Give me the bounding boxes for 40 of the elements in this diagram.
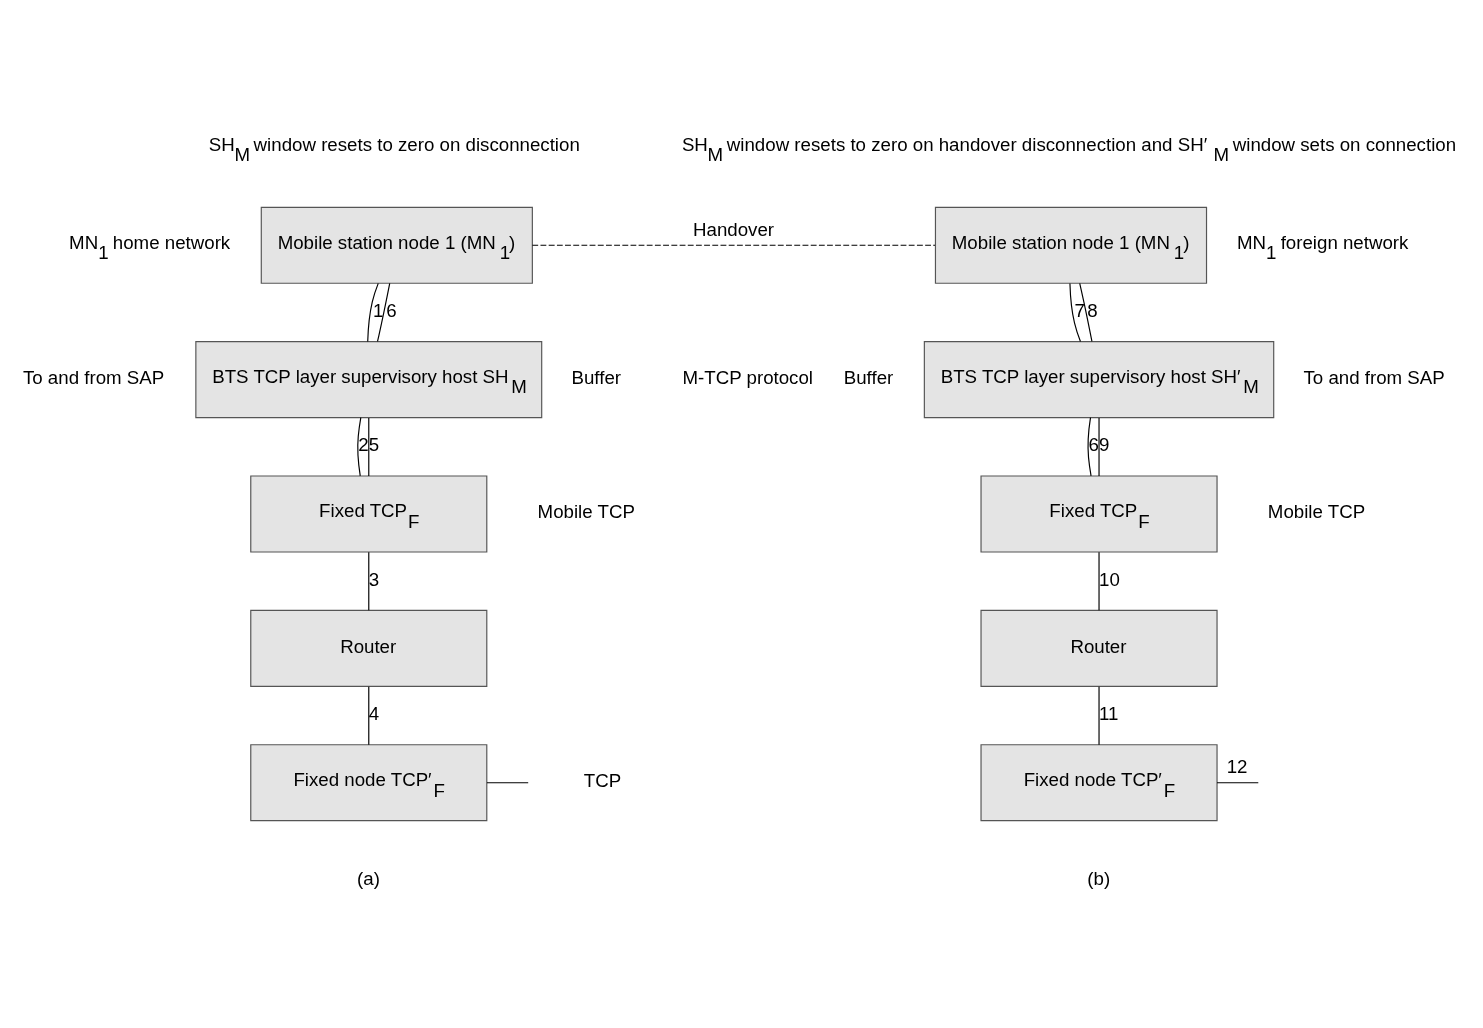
node-label: To and from SAP — [22, 367, 165, 389]
connector — [368, 417, 370, 477]
label: M-TCP protocol — [682, 367, 814, 389]
connector — [367, 282, 379, 343]
label: (a) — [357, 867, 380, 889]
label: Mobile TCP — [537, 501, 635, 523]
connector — [1079, 282, 1093, 343]
edge-label: 10 — [1099, 568, 1120, 590]
connector — [531, 244, 936, 246]
connector — [1069, 282, 1082, 343]
edge-label: 6 — [1088, 434, 1099, 456]
edge-label: 11 — [1099, 702, 1119, 724]
edge-label: Handover — [693, 218, 775, 240]
connector — [357, 417, 362, 477]
node-label: Buffer — [843, 367, 894, 389]
edge-label: 6 — [386, 299, 397, 321]
connector — [486, 782, 529, 784]
connector — [1098, 551, 1100, 611]
label: TCP — [583, 770, 622, 792]
connector — [1216, 782, 1259, 784]
edge-label: 4 — [368, 702, 380, 724]
edge-label: 7 — [1074, 299, 1085, 321]
edge-label: 8 — [1087, 299, 1098, 321]
node-box: Router — [980, 609, 1218, 687]
edge-label: 9 — [1099, 434, 1110, 456]
connector — [368, 686, 370, 746]
connector — [368, 551, 370, 611]
label: (b) — [1087, 867, 1111, 889]
connector — [1098, 686, 1100, 746]
edge-label: 12 — [1226, 756, 1248, 778]
node-label: To and from SAP — [1303, 367, 1445, 389]
connector — [376, 282, 391, 343]
edge-label: 3 — [368, 568, 380, 590]
edge-label: 1 — [372, 299, 384, 321]
node-box: Router — [250, 609, 488, 687]
connector — [1098, 417, 1100, 477]
label: Mobile TCP — [1267, 501, 1366, 523]
edge-label: 5 — [368, 434, 380, 456]
connector — [1087, 417, 1092, 477]
node-label: Buffer — [571, 367, 622, 389]
